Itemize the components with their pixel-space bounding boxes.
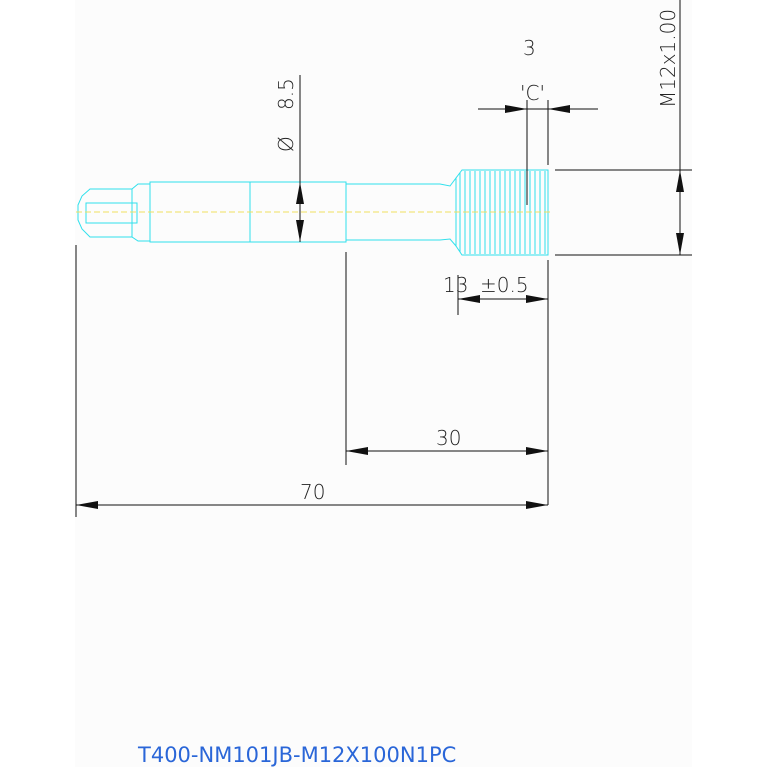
diameter-dimension: Ø 8.5 (274, 75, 304, 242)
drawing-sheet (75, 0, 692, 767)
length-70: 70 (300, 480, 325, 504)
thread-spec: M12x1.00 (656, 9, 680, 108)
chamfer-label: 'C' (520, 81, 545, 105)
offset-a: 13 (443, 273, 468, 297)
offset-b: ±0.5 (480, 273, 529, 297)
chamfer-dimension: 3 'C' (478, 36, 598, 205)
length-70-dimension: 70 (75, 245, 548, 517)
thread-length-dimension: 13 ±0.5 (443, 260, 549, 505)
hex-socket (85, 202, 138, 224)
thread-dimension: M12x1.00 (555, 0, 692, 256)
chamfer-value: 3 (523, 36, 536, 60)
part-number: T400-NM101JB-M12X100N1PC (137, 743, 456, 767)
diameter-value: 8.5 (274, 78, 298, 110)
diameter-symbol: Ø (274, 136, 298, 152)
length-30-dimension: 30 (345, 252, 548, 465)
length-30: 30 (436, 426, 461, 450)
